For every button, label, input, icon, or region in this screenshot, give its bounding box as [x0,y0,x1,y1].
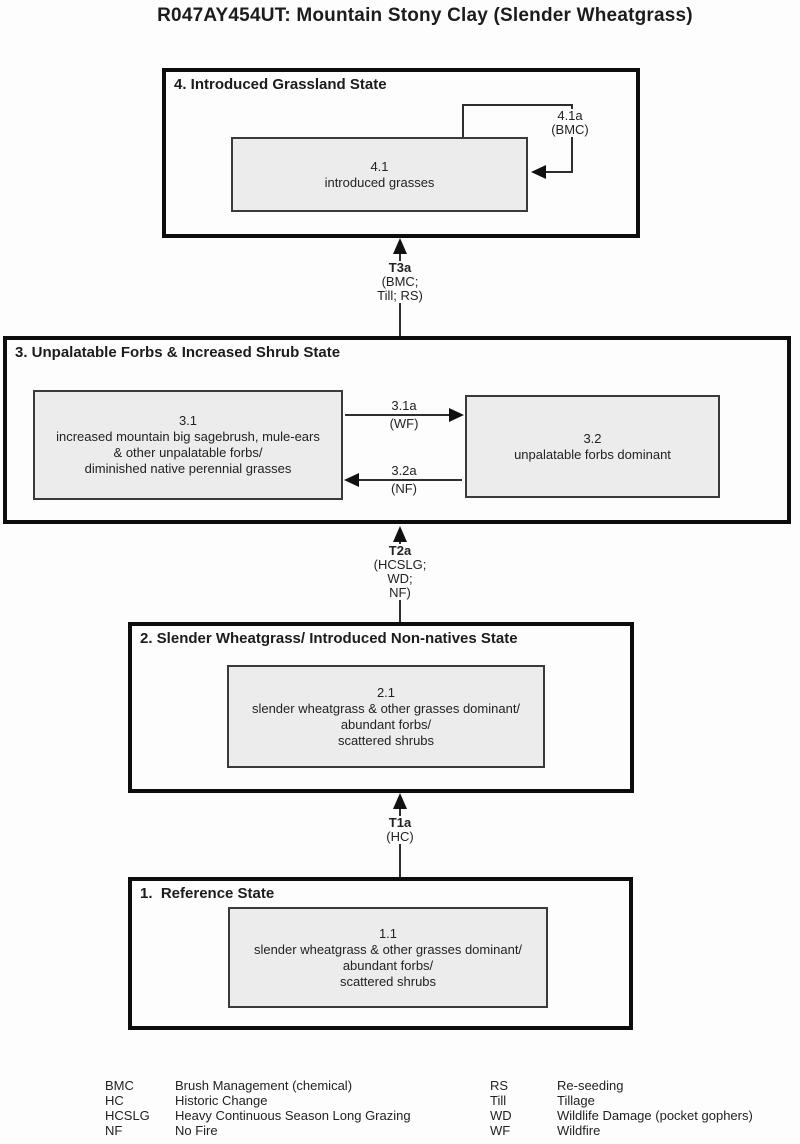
transition-name: T3a [388,260,412,275]
community-line: & other unpalatable forbs/ [113,445,263,460]
legend-code: BMC [105,1078,134,1093]
community-line: scattered shrubs [339,973,437,989]
pathway-label-3-2a: 3.2a (NF) [369,464,439,496]
transition-arrowhead-t1a [393,793,407,809]
community-line: increased mountain big sagebrush, mule-e… [56,429,320,444]
community-id: 3.2 [583,430,602,446]
community-line: introduced grasses [324,174,435,190]
legend-label: Heavy Continuous Season Long Grazing [175,1108,411,1123]
legend-code: HCSLG [105,1108,150,1123]
community-box-1-1: 1.1 slender wheatgrass & other grasses d… [228,907,548,1008]
legend-code: Till [490,1093,507,1108]
transition-label-t3a: T3a (BMC; Till; RS) [360,261,440,303]
legend-label: Re-seeding [557,1078,624,1093]
legend-code: RS [490,1078,509,1093]
legend-code: HC [105,1093,124,1108]
pathway-name: 3.2a [391,463,417,478]
legend-label: Brush Management (chemical) [175,1078,353,1093]
community-box-2-1: 2.1 slender wheatgrass & other grasses d… [227,665,545,768]
community-line: scattered shrubs [337,732,435,748]
pathway-label-3-1a: 3.1a (WF) [369,399,439,431]
legend-code: WD [490,1108,512,1123]
state-header-4: 4. Introduced Grassland State [174,76,387,93]
transition-label-t2a: T2a (HCSLG; WD; NF) [358,544,442,600]
transition-cause: NF) [389,585,411,600]
community-box-3-1: 3.1 increased mountain big sagebrush, mu… [33,390,343,500]
pathway-name: 3.1a [391,398,417,413]
community-box-4-1: 4.1 introduced grasses [231,137,528,212]
community-id: 4.1 [370,158,389,174]
state-box-3: 3. Unpalatable Forbs & Increased Shrub S… [3,336,791,524]
state-header-1: 1. Reference State [140,885,275,902]
state-header-2: 2. Slender Wheatgrass/ Introduced Non-na… [140,630,518,647]
community-line: abundant forbs/ [340,716,432,732]
community-line: diminished native perennial grasses [84,461,292,476]
community-id: 2.1 [376,684,396,700]
pathway-cause: (NF) [391,481,417,496]
transition-label-t1a: T1a (HC) [365,816,435,844]
legend-code: NF [105,1123,123,1138]
community-line: unpalatable forbs dominant [514,446,671,462]
transition-arrowhead-t2a [393,526,407,542]
transition-cause: WD; [387,571,413,586]
transition-cause: (BMC; [381,274,419,289]
pathway-label-4-1a: 4.1a (BMC) [534,109,606,137]
transition-name: T2a [388,543,412,558]
legend-label: Wildfire [557,1123,601,1138]
diagram-title: R047AY454UT: Mountain Stony Clay (Slende… [157,5,693,26]
community-line: abundant forbs/ [342,957,434,973]
pathway-cause: (BMC) [551,122,589,137]
transition-cause: Till; RS) [377,288,423,303]
community-id: 3.1 [178,413,198,428]
pathway-name: 4.1a [557,108,583,123]
legend-label: No Fire [175,1123,218,1138]
legend-label: Wildlife Damage (pocket gophers) [557,1108,753,1123]
legend-code: WF [490,1123,511,1138]
state-box-2: 2. Slender Wheatgrass/ Introduced Non-na… [128,622,634,793]
community-line: slender wheatgrass & other grasses domin… [253,941,523,957]
transition-arrowhead-t3a [393,238,407,254]
state-box-4: 4. Introduced Grassland State 4.1 introd… [162,68,640,238]
legend-label: Tillage [557,1093,595,1108]
transition-name: T1a [388,815,412,830]
state-header-3: 3. Unpalatable Forbs & Increased Shrub S… [15,344,341,361]
community-id: 1.1 [378,925,398,941]
transition-cause: (HCSLG; [373,557,427,572]
state-box-1: 1. Reference State 1.1 slender wheatgras… [128,877,633,1030]
community-line: slender wheatgrass & other grasses domin… [251,700,521,716]
community-box-3-2: 3.2 unpalatable forbs dominant [465,395,720,498]
legend-label: Historic Change [175,1093,268,1108]
transition-cause: (HC) [386,829,414,844]
pathway-cause: (WF) [389,416,419,431]
